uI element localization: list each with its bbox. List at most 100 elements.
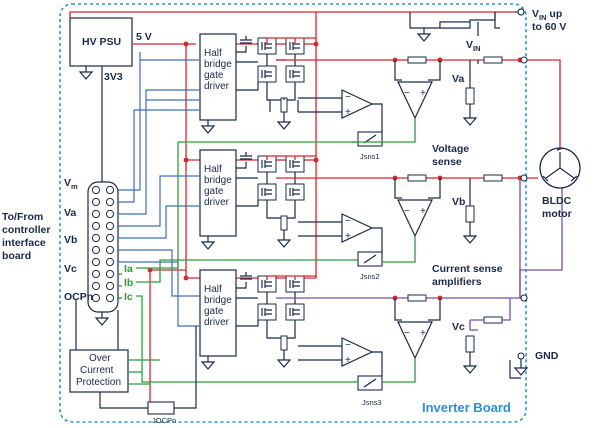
gd2-line2: bridge: [204, 175, 232, 186]
gd1-line2: bridge: [204, 59, 232, 70]
phase-b-isense-out: [382, 236, 416, 263]
pin: [105, 185, 115, 195]
vin-terminal: [517, 8, 525, 16]
motor-label-1: BLDC: [542, 195, 572, 207]
shunt-resistor: [280, 215, 288, 231]
gate-driver-1: [199, 33, 237, 121]
pin: [105, 209, 115, 219]
junction-dot: [183, 41, 189, 47]
wire-hb2-a: [118, 175, 200, 227]
svg-text:−: −: [404, 328, 410, 339]
voltage-sense-label-2: sense: [432, 156, 462, 168]
gd1-line1: Half: [204, 48, 222, 59]
gd2-line1: Half: [204, 164, 222, 175]
gd3-line1: Half: [204, 284, 222, 295]
svg-text:+: +: [420, 206, 426, 217]
gate-driver-3: [199, 269, 237, 357]
junction-dot: [313, 157, 319, 163]
hb1-ground: [276, 118, 292, 130]
hb3-vin: [266, 275, 317, 280]
inverter-board-outline: [59, 3, 527, 423]
pin: [91, 293, 101, 303]
gnd-label: GND: [535, 350, 559, 362]
ic-label: Ic: [124, 291, 133, 303]
motor-phase-c-wire: [519, 188, 563, 298]
resistor: [465, 205, 475, 223]
pin: [91, 245, 101, 255]
svg-text:+: +: [345, 355, 351, 366]
pin: [105, 221, 115, 231]
gd2-line3: gate: [204, 186, 224, 197]
vb-connector-label: Vb: [64, 234, 77, 246]
va-divider-ground: [462, 112, 478, 126]
resistor: [465, 335, 475, 353]
vm-label: Vm: [64, 177, 78, 191]
ocp-label-3: Protection: [76, 377, 121, 388]
pin: [105, 245, 115, 255]
current-sense-label-1: Current sense: [432, 263, 503, 275]
vc-divider: [469, 320, 478, 331]
current-amp-2: − + Jsns2: [298, 213, 383, 281]
junction-dot: [183, 157, 189, 163]
svg-text:−: −: [404, 206, 410, 217]
gd2-line4: driver: [204, 197, 230, 208]
terminal-a: [520, 56, 528, 64]
svg-text:+: +: [420, 88, 426, 99]
gnd-symbol: [513, 359, 529, 376]
gd1-line3: gate: [204, 70, 224, 81]
mosfet-icon: [285, 183, 305, 201]
pin: [91, 269, 101, 279]
svg-text:+: +: [345, 231, 351, 242]
hv-psu-box: [69, 17, 133, 67]
amp3-wires: [298, 345, 383, 376]
pin: [105, 233, 115, 243]
amp2-wires: [298, 221, 383, 258]
resistor: [483, 316, 503, 324]
hb2-ground: [276, 236, 292, 248]
pin: [105, 269, 115, 279]
junction-dot: [313, 41, 319, 47]
junction-dot: [183, 275, 189, 281]
resistor: [407, 56, 427, 64]
resistor: [439, 21, 471, 29]
jocpn-to-drivers: [174, 326, 197, 409]
svg-text:−: −: [404, 88, 410, 99]
resistor: [407, 294, 427, 302]
ocp-label-1: Over: [89, 353, 111, 364]
ocp-box: [69, 349, 129, 393]
mosfet-details: [261, 42, 300, 78]
ocpn-label: OCPn: [64, 291, 93, 303]
current-sense-label-2: amplifiers: [432, 276, 482, 288]
svg-text:+: +: [345, 107, 351, 118]
vb-divider-ground: [462, 230, 478, 244]
svg-text:+: +: [420, 328, 426, 339]
wire-hb3-a: [118, 249, 200, 297]
jumper-slash: [363, 254, 377, 264]
pin: [91, 233, 101, 243]
diff-amp-icon: [397, 321, 433, 360]
hb3-wires: [236, 292, 296, 339]
ocp-to-jocpn: [99, 392, 148, 409]
wire-vm: [118, 59, 200, 191]
current-amp-3: − + Jsns3: [298, 337, 383, 407]
svg-text:−: −: [345, 92, 351, 103]
phase-c-isense-out: [382, 358, 416, 383]
phase-a-isense-out: [352, 118, 416, 143]
wire-ia: [118, 141, 352, 275]
amp1-wires: [298, 97, 383, 140]
svg-text:−: −: [345, 216, 351, 227]
wire-hb1-b: [118, 109, 200, 203]
phase-c-sense: − + Vc: [382, 178, 521, 383]
mosfet-icon: [257, 183, 277, 201]
hb1-shunt-wires: [269, 98, 299, 118]
gd3-line2: bridge: [204, 295, 232, 306]
pin: [105, 293, 115, 303]
resistor: [465, 87, 475, 105]
vin-sense-res: [494, 12, 500, 29]
psu-5v-label: 5 V: [136, 31, 152, 43]
inverter-board-title: Inverter Board: [422, 400, 511, 415]
vin-div-ground: [416, 28, 432, 42]
mosfet-icon: [257, 303, 277, 321]
connector-ground: [94, 312, 110, 326]
